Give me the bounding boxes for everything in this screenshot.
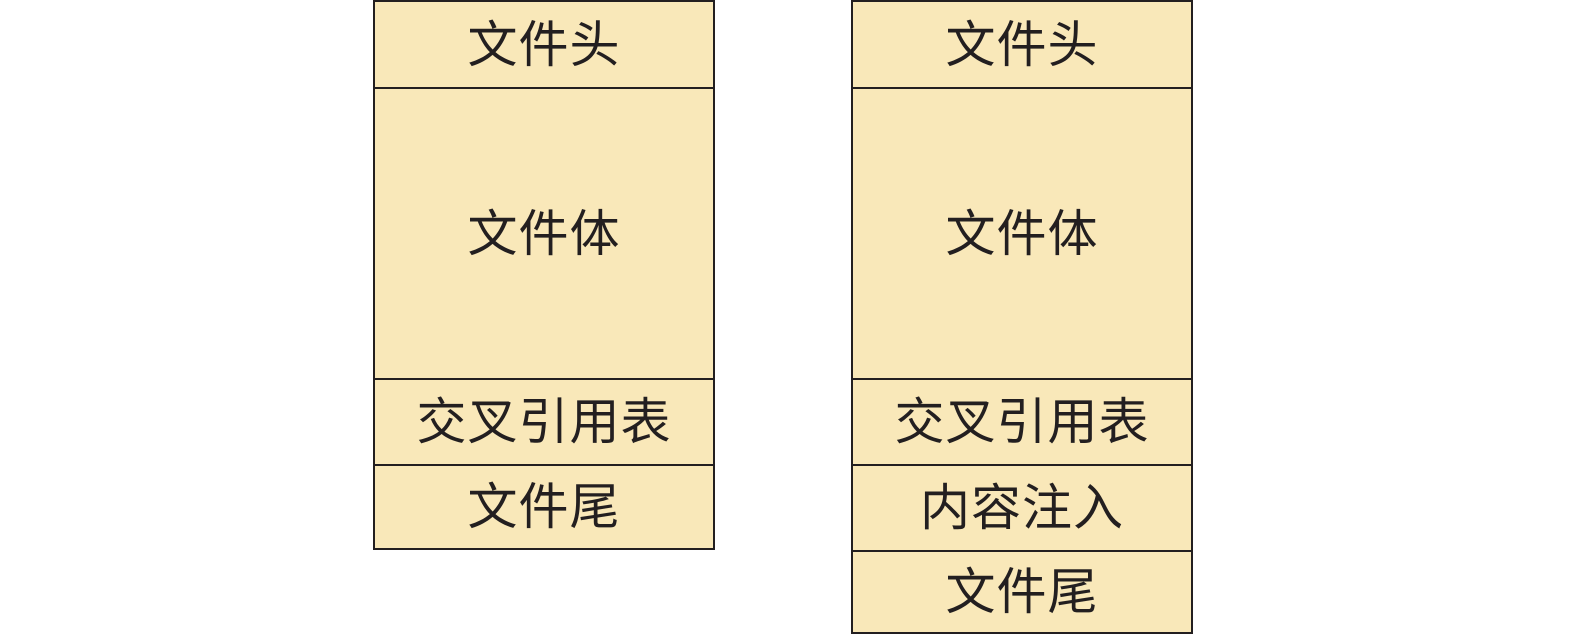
file-body-block: 文件体 bbox=[853, 89, 1191, 380]
xref-table-block: 交叉引用表 bbox=[375, 380, 713, 466]
content-injection-block: 内容注入 bbox=[853, 466, 1191, 552]
original-file-structure: 文件头 文件体 交叉引用表 文件尾 bbox=[373, 0, 715, 550]
file-header-block: 文件头 bbox=[375, 2, 713, 89]
file-body-block: 文件体 bbox=[375, 89, 713, 380]
injected-file-structure: 文件头 文件体 交叉引用表 内容注入 文件尾 bbox=[851, 0, 1193, 634]
file-trailer-block: 文件尾 bbox=[945, 562, 1099, 621]
file-header-block: 文件头 bbox=[853, 2, 1191, 89]
xref-table-block: 交叉引用表 bbox=[853, 380, 1191, 466]
file-trailer-block: 文件尾 bbox=[467, 477, 621, 536]
